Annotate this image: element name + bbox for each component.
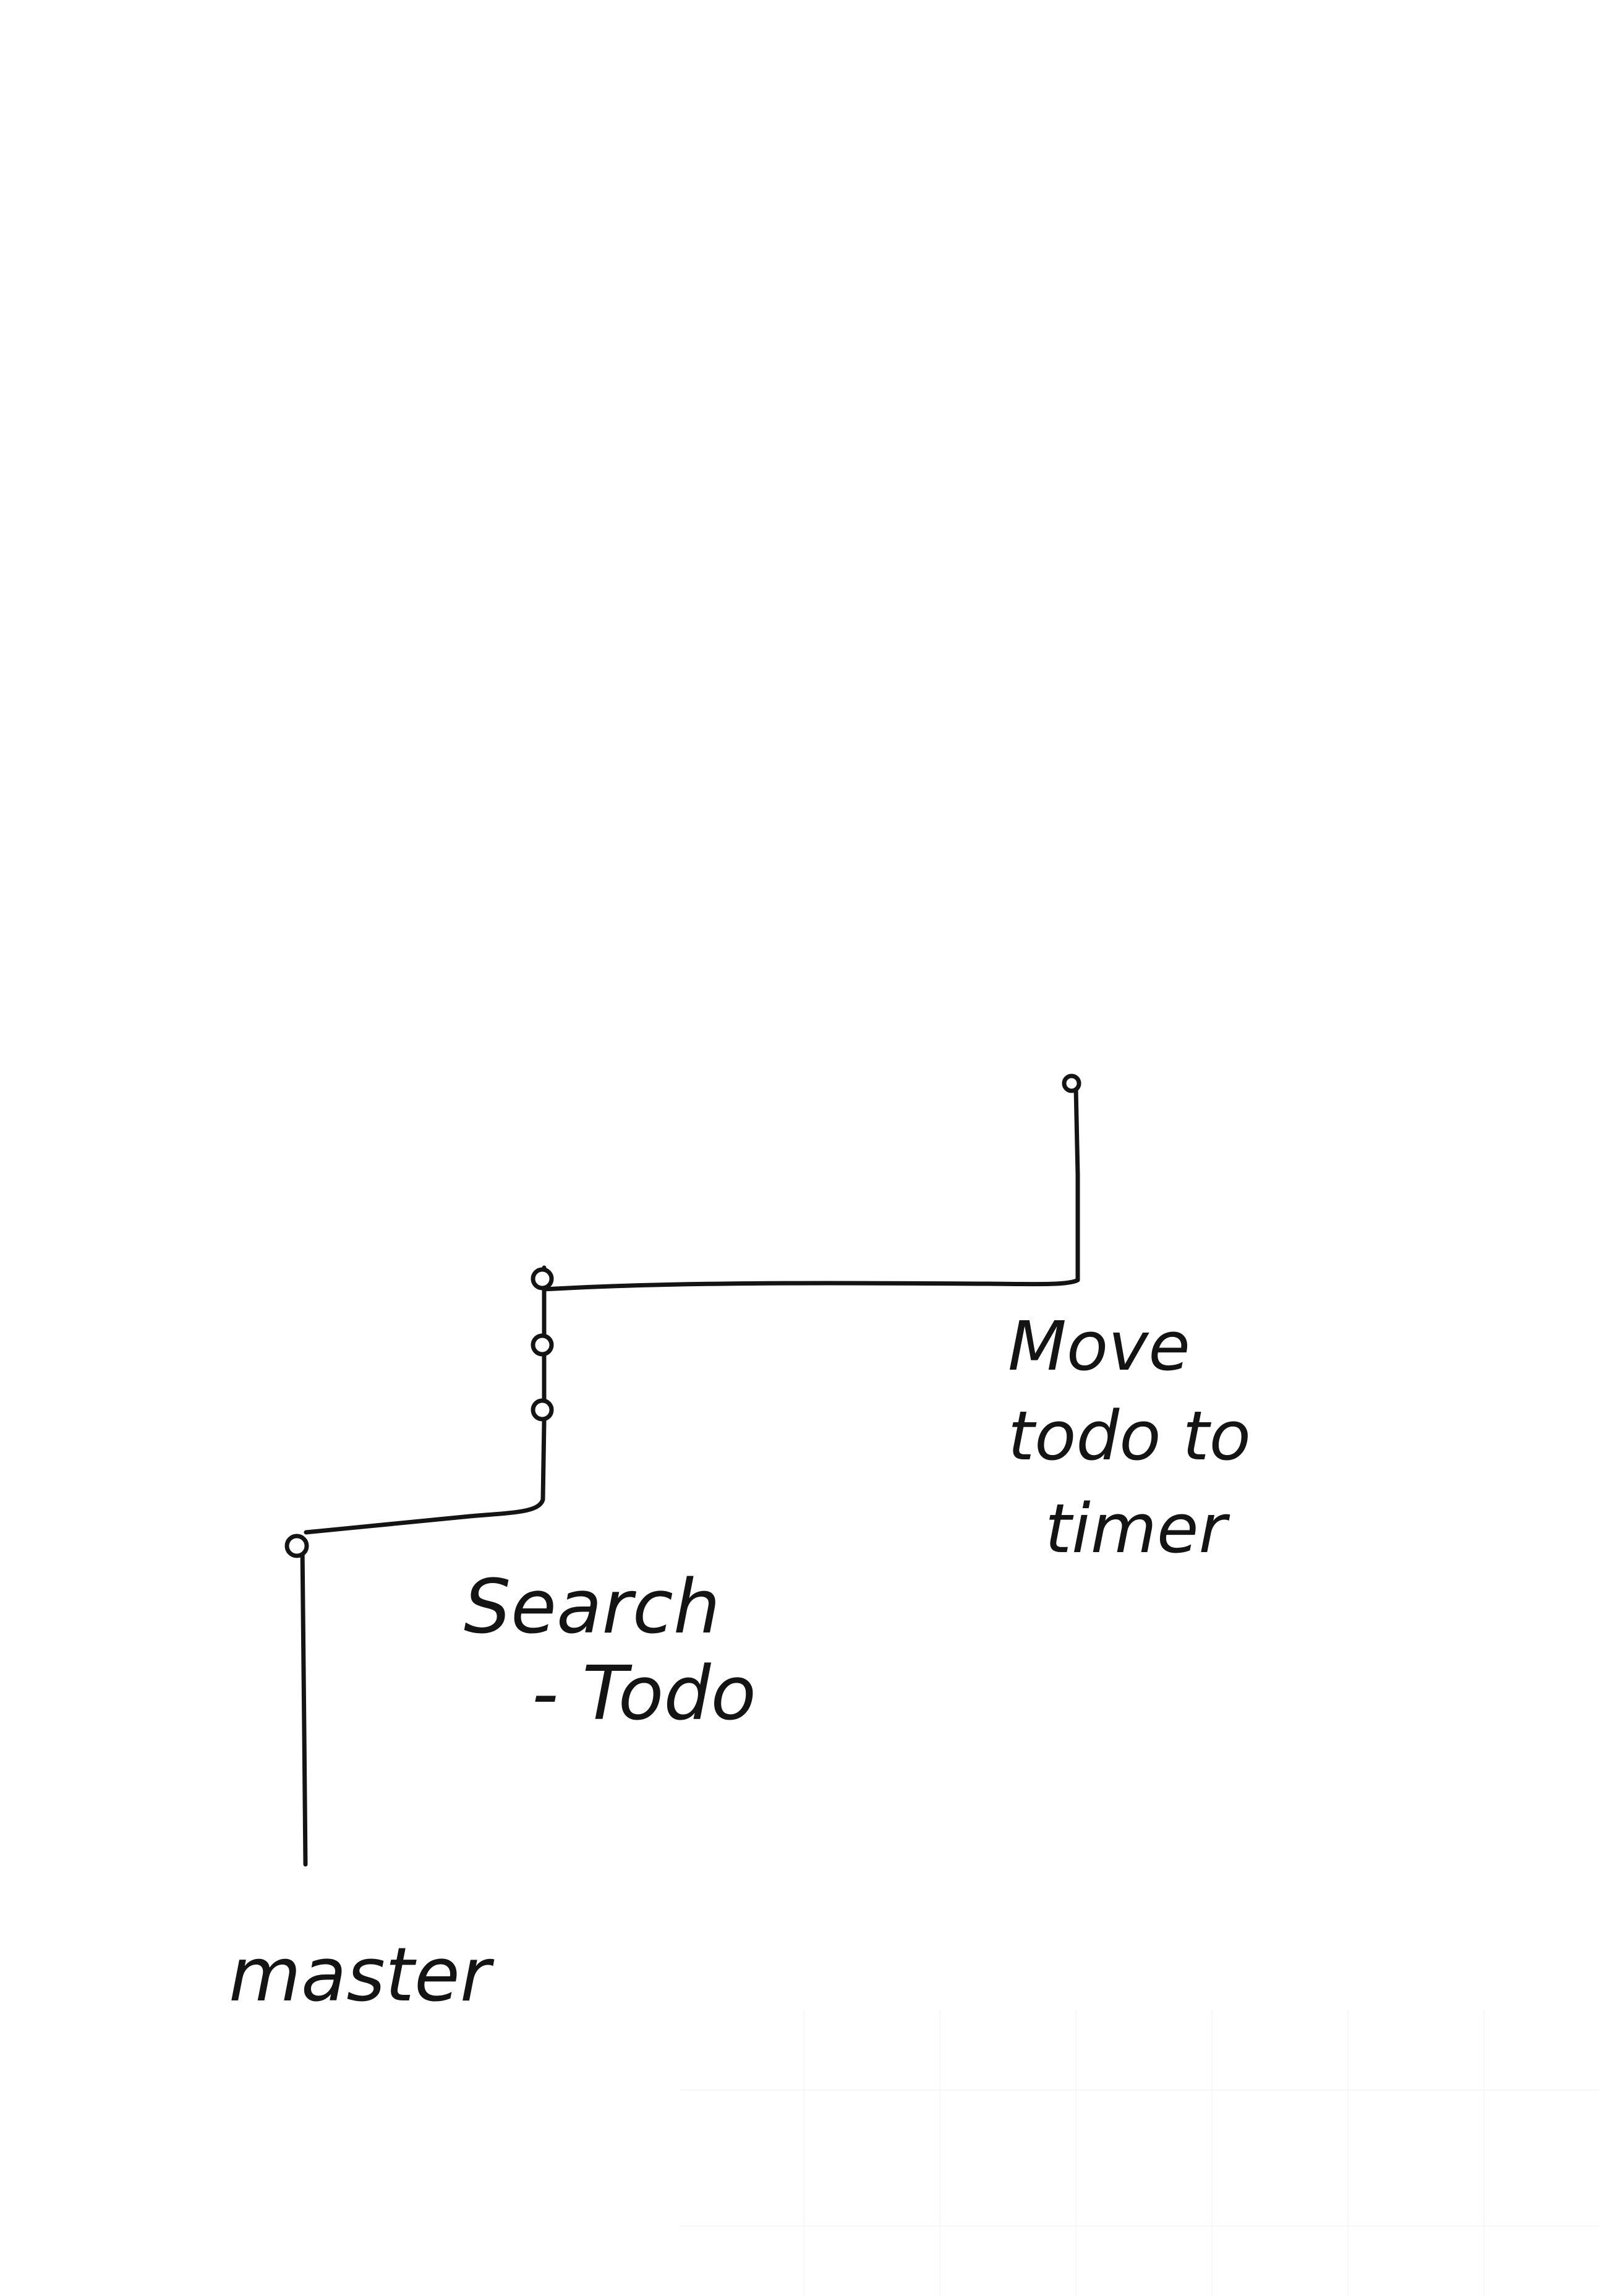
commit-node-search-2 bbox=[531, 1333, 554, 1357]
search-to-move-connector bbox=[542, 1086, 1080, 1292]
commit-node-search-3 bbox=[531, 1398, 554, 1422]
label-move-line-2: todo to bbox=[1008, 1396, 1251, 1475]
label-search-line-2: - Todo bbox=[532, 1651, 756, 1737]
label-search-line-1: Search bbox=[464, 1564, 720, 1650]
commit-node-master bbox=[284, 1534, 309, 1558]
commit-node-search-1 bbox=[531, 1267, 554, 1291]
master-branch-line bbox=[300, 1543, 308, 1867]
paper-grid bbox=[680, 2010, 1599, 2296]
label-master: master bbox=[229, 1932, 495, 2018]
label-move-line-1: Move bbox=[1008, 1307, 1190, 1386]
commit-node-move bbox=[1062, 1073, 1081, 1093]
master-to-search-connector bbox=[304, 1265, 547, 1535]
label-move-line-3: timer bbox=[1045, 1489, 1230, 1568]
